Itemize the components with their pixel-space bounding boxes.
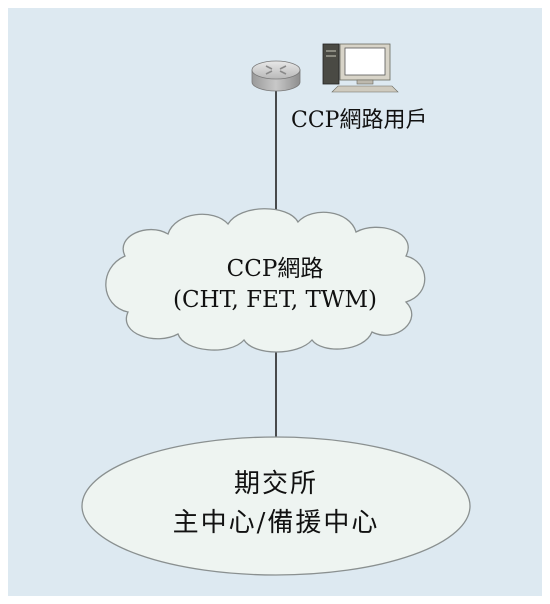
cloud-label-line1: CCP網路 [227,256,324,282]
exchange-center-ellipse [81,436,471,576]
ccp-user-label: CCP網路用戶 [291,108,427,133]
center-label-line1: 期交所 [234,469,318,499]
cloud-label-line2: (CHT, FET, TWM) [173,287,377,313]
computer-icon [322,43,399,93]
router-icon [251,60,301,92]
ccp-network-cloud [105,208,426,353]
center-label-line2: 主中心/備援中心 [173,508,380,538]
